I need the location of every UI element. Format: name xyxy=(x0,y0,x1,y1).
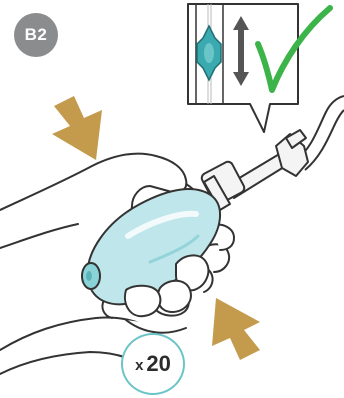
repeat-count: 20 xyxy=(146,351,170,377)
step-badge: B2 xyxy=(14,13,58,57)
repeat-count-badge: x 20 xyxy=(121,333,185,395)
connector xyxy=(200,130,308,210)
squeeze-arrow-bottom xyxy=(212,298,260,360)
repeat-multiplier: x xyxy=(135,357,143,374)
squeeze-arrow-top xyxy=(52,96,102,160)
step-badge-label: B2 xyxy=(25,25,48,45)
